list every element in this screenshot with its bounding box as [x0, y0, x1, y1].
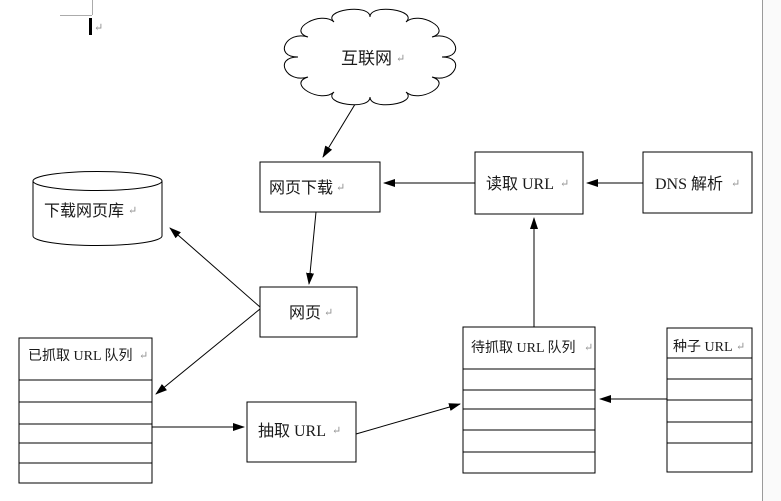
internet-label: 互联网	[341, 49, 392, 68]
to-crawl-url-queue-table[interactable]	[462, 326, 596, 474]
web-download-box[interactable]	[259, 161, 381, 213]
paragraph-mark: ↵	[332, 425, 341, 437]
web-download-label: 网页下载	[269, 179, 333, 197]
node-web-download[interactable]: 网页下载 ↵	[259, 161, 381, 213]
margin-corner-mark	[60, 0, 93, 16]
paragraph-mark: ↵	[128, 205, 137, 217]
node-read-url[interactable]: 读取 URL ↵	[474, 151, 584, 215]
node-seed-url[interactable]: 种子 URL ↵	[666, 327, 753, 473]
to-crawl-url-queue-label: 待抓取 URL 队列	[471, 340, 575, 356]
read-url-box[interactable]	[474, 151, 584, 215]
download-page-store-label: 下载网页库	[44, 202, 124, 220]
connectors	[152, 100, 667, 435]
extract-url-box[interactable]	[246, 401, 357, 463]
node-internet[interactable]: 互联网 ↵	[284, 8, 456, 106]
node-extract-url[interactable]: 抽取 URL ↵	[246, 401, 357, 463]
paragraph-mark: ↵	[396, 53, 405, 65]
edge-web-page-to-store[interactable]	[169, 227, 261, 308]
crawled-url-queue-label: 已抓取 URL 队列	[28, 348, 132, 364]
cursor-paragraph-mark: ↵	[94, 22, 103, 34]
node-download-page-store[interactable]: 下载网页库 ↵	[32, 171, 163, 246]
edge-web-download-to-web-page[interactable]	[306, 211, 317, 285]
cylinder-body[interactable]	[32, 181, 163, 246]
paragraph-mark: ↵	[139, 350, 148, 362]
edge-web-page-to-crawled-queue[interactable]	[155, 308, 261, 395]
text-cursor	[89, 18, 92, 35]
node-to-crawl-url-queue[interactable]: 待抓取 URL 队列 ↵	[462, 326, 596, 474]
web-page-box[interactable]	[259, 286, 358, 338]
node-web-page[interactable]: 网页 ↵	[259, 286, 358, 338]
paragraph-mark: ↵	[584, 342, 593, 354]
paragraph-mark: ↵	[324, 307, 333, 319]
dns-resolve-box[interactable]	[642, 151, 753, 214]
paragraph-mark: ↵	[736, 341, 745, 353]
paragraph-mark: ↵	[731, 178, 740, 190]
edge-internet-to-web-download[interactable]	[322, 100, 358, 158]
web-page-label: 网页	[289, 305, 321, 322]
paragraph-mark: ↵	[336, 182, 345, 194]
page-outside-area	[763, 0, 781, 501]
edge-extract-url-to-to-crawl-queue[interactable]	[355, 403, 461, 435]
seed-url-label: 种子 URL	[673, 339, 733, 355]
node-dns-resolve[interactable]: DNS 解析 ↵	[642, 151, 753, 214]
cloud-shape[interactable]	[284, 8, 456, 106]
dns-resolve-label: DNS 解析	[655, 175, 723, 193]
read-url-label: 读取 URL	[486, 175, 554, 193]
cylinder-top[interactable]	[32, 171, 163, 191]
node-crawled-url-queue[interactable]: 已抓取 URL 队列 ↵	[18, 337, 153, 484]
paragraph-mark: ↵	[560, 178, 569, 190]
extract-url-label: 抽取 URL	[258, 422, 326, 440]
crawled-url-queue-table[interactable]	[18, 337, 153, 484]
